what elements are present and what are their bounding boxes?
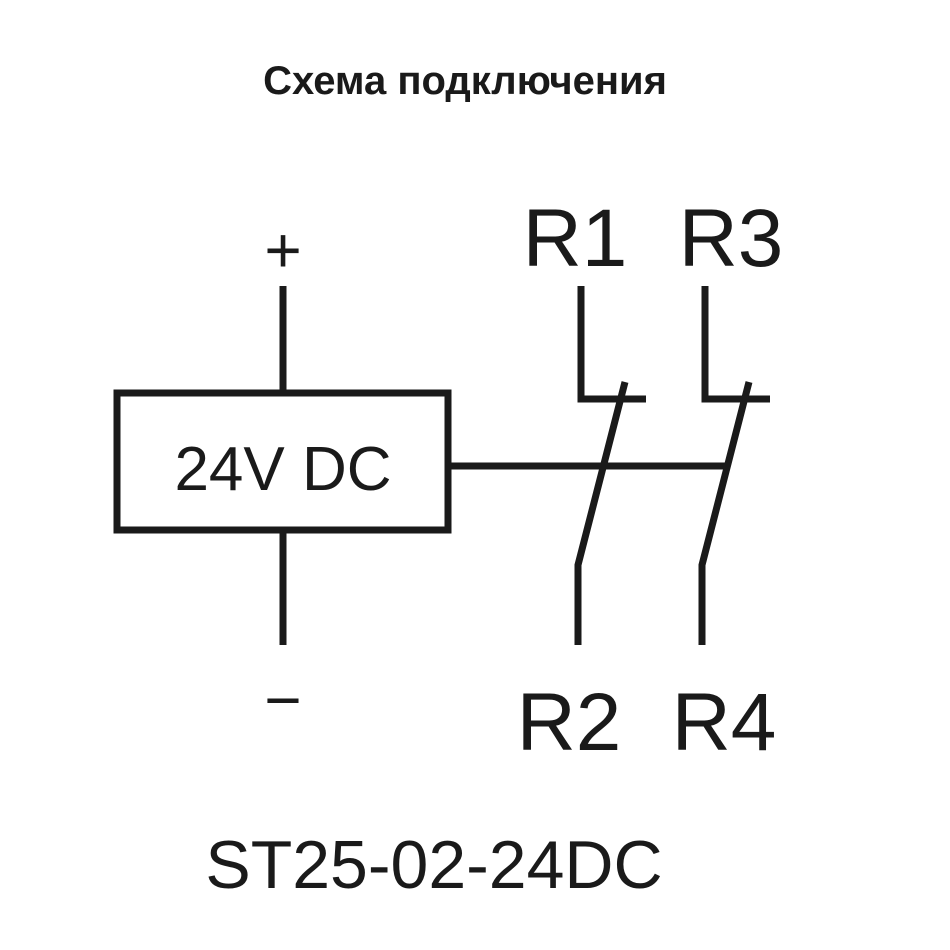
plus-terminal-label: + <box>264 214 301 286</box>
contact-r3-fixed <box>701 286 770 403</box>
diagram-title: Схема подключения <box>263 59 667 103</box>
contact-r1-r2-moving <box>574 381 629 645</box>
terminal-r3-label: R3 <box>679 193 784 284</box>
contact-r1-fixed <box>577 286 646 403</box>
minus-terminal-label: − <box>264 664 301 736</box>
model-number: ST25-02-24DC <box>205 827 662 903</box>
power-supply-label: 24V DC <box>174 435 391 504</box>
terminal-r4-label: R4 <box>672 677 777 768</box>
contact-r3-r4-moving <box>698 381 753 645</box>
terminal-r2-label: R2 <box>517 677 622 768</box>
terminal-r1-label: R1 <box>523 193 628 284</box>
